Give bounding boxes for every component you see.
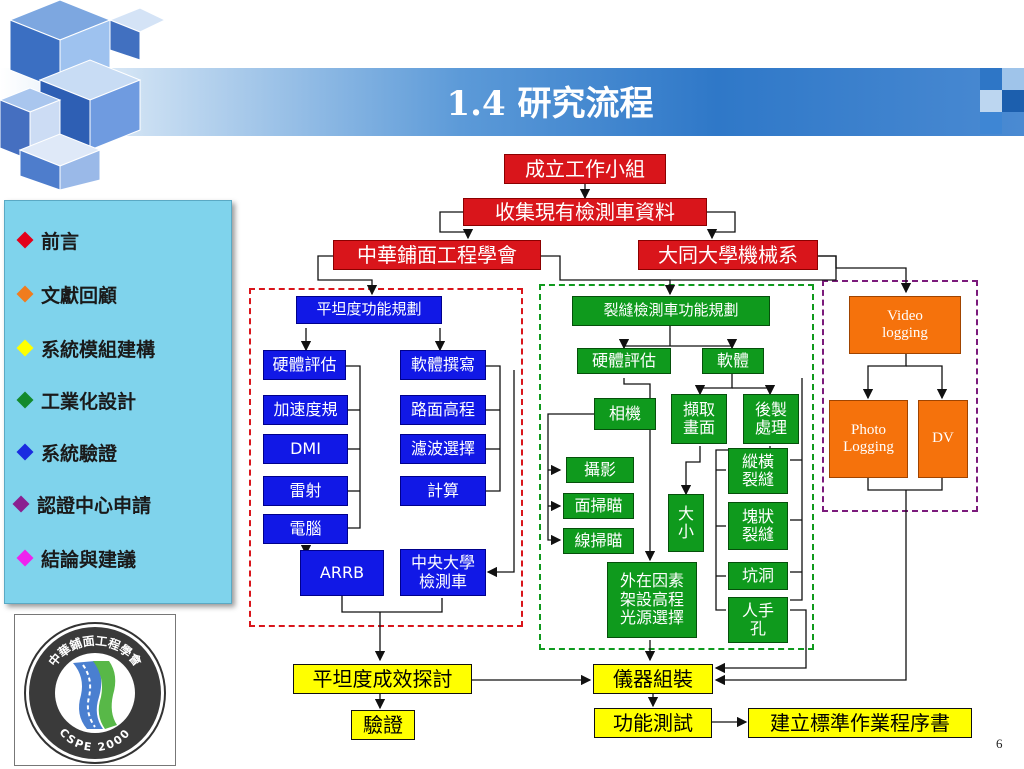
sidebar-item-verification[interactable]: 系統驗證 xyxy=(15,437,117,467)
video-group-frame xyxy=(822,280,978,512)
calc-box: 計算 xyxy=(400,476,486,506)
sidebar-item-intro[interactable]: 前言 xyxy=(15,225,79,255)
page-title: 1.4 研究流程 xyxy=(446,84,654,124)
sidebar-item-conclusion[interactable]: 結論與建議 xyxy=(15,543,136,573)
crack-group-frame xyxy=(539,284,814,650)
society-box: 中華鋪面工程學會 xyxy=(333,240,541,270)
profile-plan-box: 平坦度功能規劃 xyxy=(296,296,442,324)
longitudinal-crack-box: 縱橫裂縫 xyxy=(728,448,788,494)
crack-hardware-box: 硬體評估 xyxy=(577,348,671,374)
accelerometer-box: 加速度規 xyxy=(263,395,348,425)
post-process-box: 後製處理 xyxy=(743,394,799,444)
sidebar-item-label: 文獻回顧 xyxy=(41,284,118,307)
arrb-box: ARRB xyxy=(300,550,384,596)
photo-logging-box: Photo Logging xyxy=(829,400,908,478)
assembly-box: 儀器組裝 xyxy=(593,664,713,694)
road-height-box: 路面高程 xyxy=(400,395,486,425)
cube-decoration xyxy=(0,0,167,190)
sidebar-item-certification[interactable]: 認證中心申請 xyxy=(12,489,152,519)
sidebar-item-system-module[interactable]: 系統模組建構 xyxy=(15,333,155,363)
pothole-box: 坑洞 xyxy=(728,562,788,590)
profile-group-frame xyxy=(249,288,523,627)
title-banner xyxy=(0,68,1024,136)
sidebar-item-label: 前言 xyxy=(41,230,80,253)
profile-software-box: 軟體撰寫 xyxy=(400,350,486,380)
size-box: 大小 xyxy=(668,494,704,552)
line-scan-box: 線掃瞄 xyxy=(563,528,634,554)
video-logging-box: Video logging xyxy=(849,296,961,354)
sidebar: 前言 文獻回顧 系統模組建構 工業化設計 系統驗證 認證中心申請 結論與建議 xyxy=(4,200,232,604)
capture-box: 擷取畫面 xyxy=(671,394,727,444)
sop-box: 建立標準作業程序書 xyxy=(748,708,972,738)
sidebar-item-label: 系統模組建構 xyxy=(41,338,156,361)
verify-box: 驗證 xyxy=(351,710,415,740)
sidebar-item-label: 系統驗證 xyxy=(41,442,118,465)
filter-box: 濾波選擇 xyxy=(400,434,486,464)
dmi-box: DMI xyxy=(263,434,348,464)
logo-seal-icon: 中華鋪面工程學會 CSPE 2000 xyxy=(24,622,166,764)
computer-box: 電腦 xyxy=(263,514,348,544)
sidebar-item-literature[interactable]: 文獻回顧 xyxy=(15,279,117,309)
page-number: 6 xyxy=(996,736,1003,751)
photography-box: 攝影 xyxy=(566,457,634,483)
manhole-box: 人手孔 xyxy=(728,597,788,643)
ncu-vehicle-box: 中央大學檢測車 xyxy=(400,549,486,596)
sidebar-item-label: 認證中心申請 xyxy=(37,494,152,517)
dv-box: DV xyxy=(918,400,968,478)
sidebar-item-industrial-design[interactable]: 工業化設計 xyxy=(15,385,136,415)
function-test-box: 功能測試 xyxy=(594,708,712,738)
start-team-box: 成立工作小組 xyxy=(504,154,666,184)
laser-box: 雷射 xyxy=(263,476,348,506)
cspe-logo: 中華鋪面工程學會 CSPE 2000 xyxy=(14,614,176,766)
crack-plan-box: 裂縫檢測車功能規劃 xyxy=(572,296,770,326)
pattern-decoration xyxy=(980,68,1024,134)
block-crack-box: 塊狀裂縫 xyxy=(728,502,788,550)
external-factors-box: 外在因素架設高程光源選擇 xyxy=(607,562,697,638)
sidebar-item-label: 工業化設計 xyxy=(41,390,137,413)
area-scan-box: 面掃瞄 xyxy=(563,493,634,519)
crack-software-box: 軟體 xyxy=(702,348,764,374)
camera-box: 相機 xyxy=(594,398,656,430)
profile-eval-box: 平坦度成效探討 xyxy=(293,664,472,694)
university-box: 大同大學機械系 xyxy=(638,240,818,270)
sidebar-item-label: 結論與建議 xyxy=(41,548,137,571)
collect-data-box: 收集現有檢測車資料 xyxy=(463,198,707,226)
profile-hardware-box: 硬體評估 xyxy=(263,350,346,380)
